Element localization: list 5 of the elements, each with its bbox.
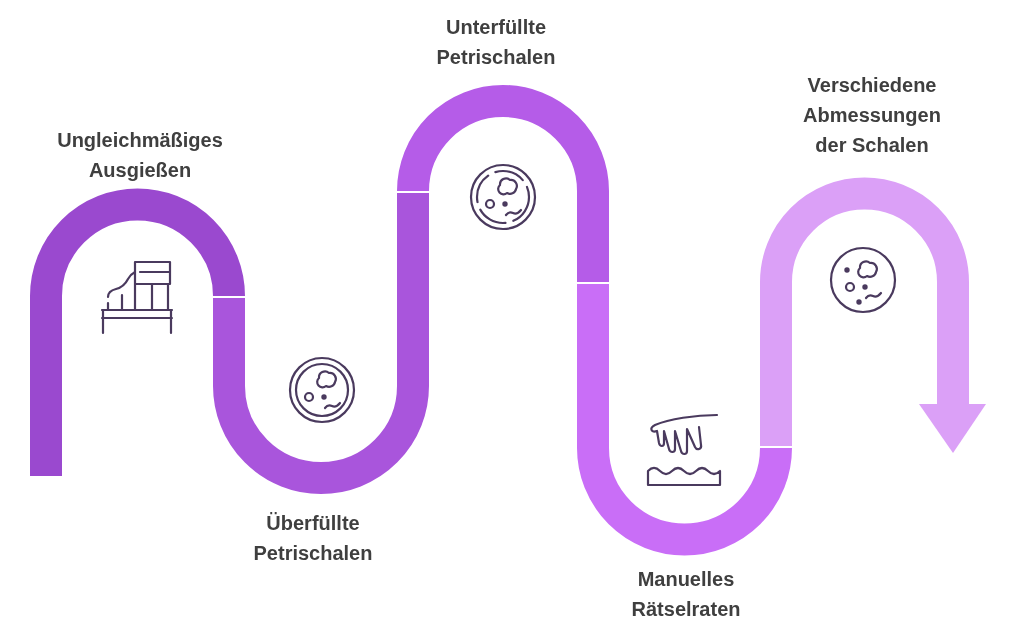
step-label: Unterfüllte Petrischalen (435, 15, 557, 70)
step-label: Überfüllte Petrischalen (252, 511, 374, 566)
step-label: Ungleichmäßiges Ausgießen (56, 128, 224, 183)
step-label: Verschiedene Abmessungen der Schalen (802, 73, 942, 158)
step-label: Manuelles Rätselraten (630, 567, 742, 622)
